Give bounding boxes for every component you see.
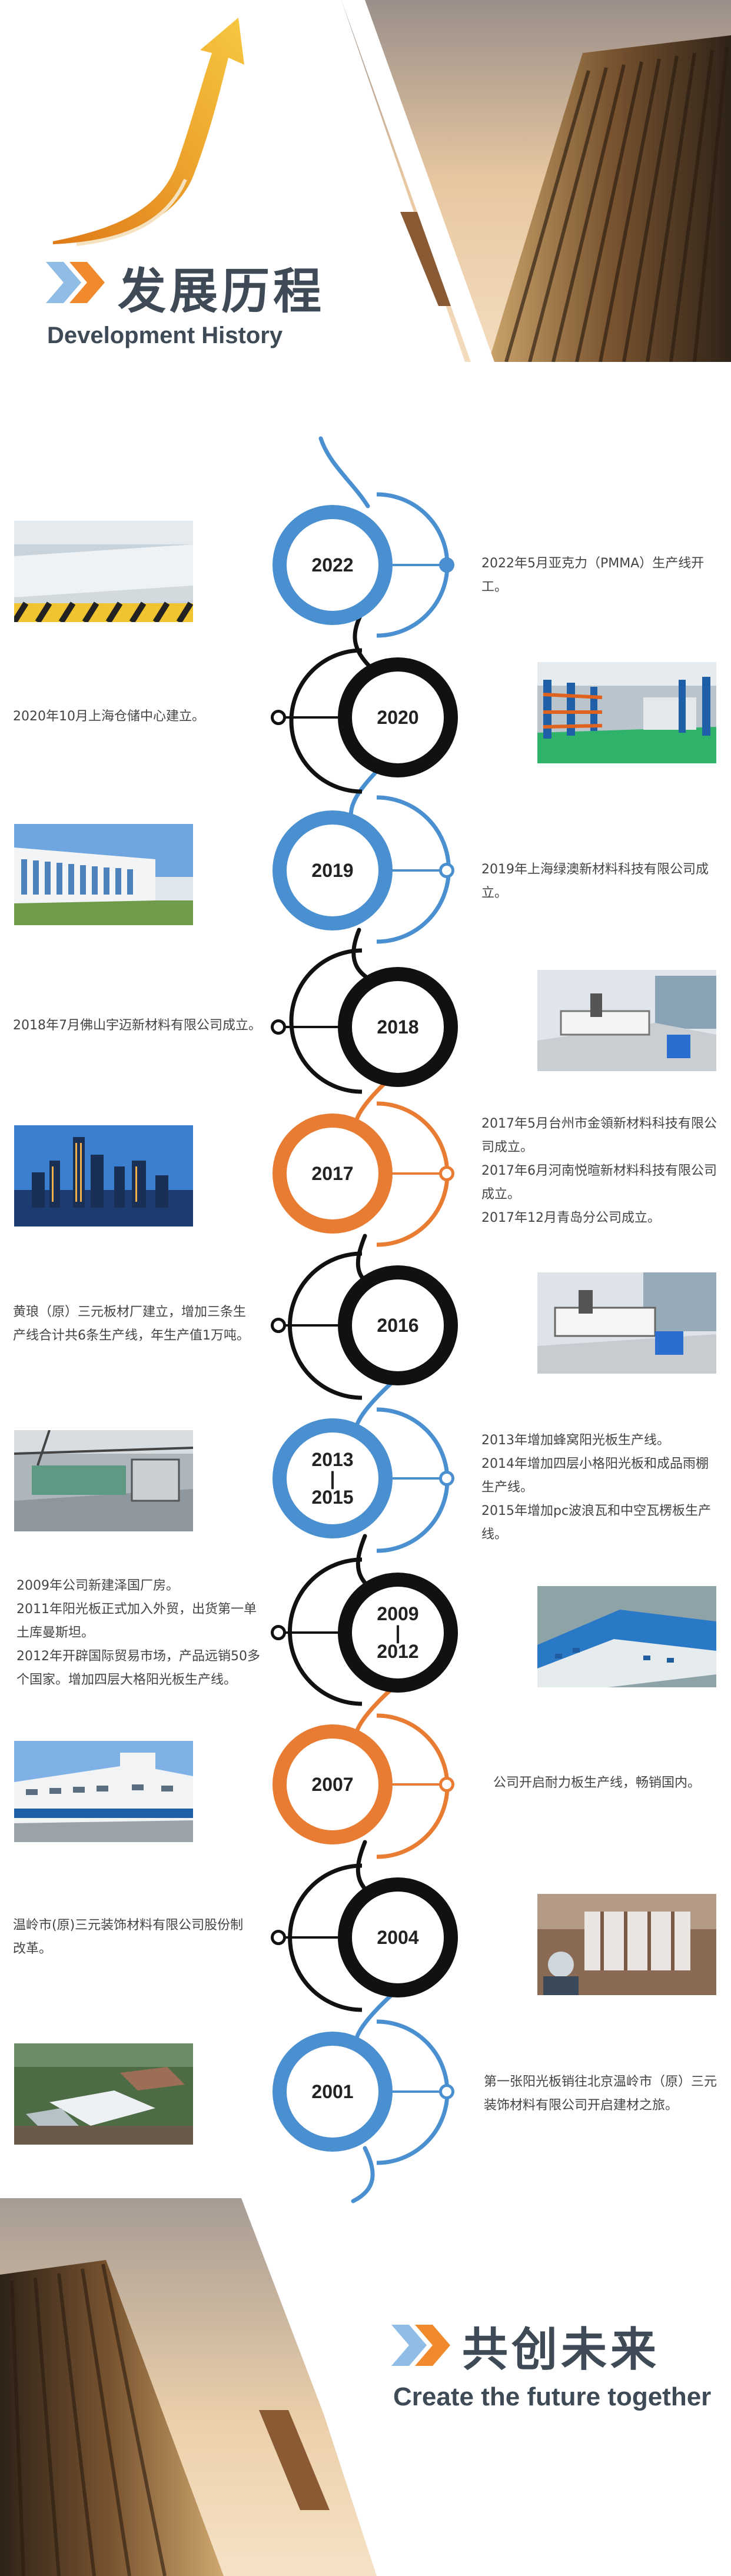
milestone-text-2018: 2018年7月佛山宇迈新材料有限公司成立。 [13, 1018, 261, 1033]
page-subtitle: Development History [47, 323, 283, 348]
year-ring-2007: 2007 [273, 1724, 393, 1844]
milestone-text-2007: 公司开启耐力板生产线，畅销国内。 [493, 1776, 701, 1790]
year-label: 2016 [377, 1315, 419, 1336]
connector-line [391, 1477, 447, 1480]
page-title: 发展历程 [118, 264, 325, 320]
year-ring-2017: 2017 [273, 1114, 393, 1234]
year-label: 2013 | 2015 [311, 1449, 354, 1508]
milestone-text-2013-2015: 2013年增加蜂窝阳光板生产线。 2014年增加四层小格阳光板和成品雨棚 生产线… [481, 1433, 712, 1542]
connector-dot [271, 1625, 286, 1640]
year-ring-2013-2015: 2013 | 2015 [273, 1418, 393, 1538]
footer-building-photo [0, 2198, 412, 2576]
photo-greenhouse-aerial [14, 2043, 193, 2145]
photo-production-line [537, 970, 716, 1071]
milestone-text-2019: 2019年上海绿澳新材料科技有限公司成 立。 [481, 862, 709, 900]
year-label: 2007 [311, 1774, 354, 1795]
chevron-arrows-icon [391, 2325, 450, 2366]
year-ring-2018: 2018 [338, 967, 458, 1087]
connector-line [391, 1783, 447, 1786]
year-label: 2001 [311, 2081, 354, 2102]
connector-dot [439, 1777, 454, 1792]
year-ring-2020: 2020 [338, 657, 458, 777]
connector-line [391, 2090, 447, 2093]
connector-dot [439, 863, 454, 878]
photo-office-building [14, 824, 193, 925]
year-ring-2009-2012: 2009 | 2012 [338, 1573, 458, 1693]
milestone-text-2020: 2020年10月上海仓储中心建立。 [13, 709, 205, 724]
connector-line [283, 1936, 341, 1939]
connector-line [391, 869, 447, 872]
footer-title: 共创未来 [462, 2324, 660, 2376]
connector-line [391, 1172, 447, 1175]
rising-arrow-icon [53, 18, 244, 246]
year-label: 2022 [311, 554, 354, 576]
connector-line [283, 1324, 341, 1327]
connector-dot [271, 1019, 286, 1035]
connector-dot [271, 1930, 286, 1945]
year-label: 2018 [377, 1016, 419, 1038]
connector-line [391, 564, 447, 566]
year-label: 2017 [311, 1163, 354, 1184]
photo-workshop [537, 1894, 716, 1995]
milestone-text-2009-2012: 2009年公司新建泽国厂房。 2011年阳光板正式加入外贸，出货第一单 土库曼斯… [16, 1578, 260, 1687]
connector-dot [439, 2084, 454, 2099]
year-label: 2004 [377, 1927, 419, 1948]
photo-acrylic-sheets [14, 521, 193, 622]
year-ring-2001: 2001 [273, 2032, 393, 2152]
milestone-text-2017: 2017年5月台州市金領新材料科技有限公 司成立。 2017年6月河南悦暄新材料… [481, 1116, 717, 1225]
connector-dot [439, 1471, 454, 1486]
connector-dot [439, 1166, 454, 1181]
photo-city-night [14, 1125, 193, 1226]
year-ring-2016: 2016 [338, 1265, 458, 1385]
timeline: 2022 2022年5月亚克力（PMMA）生产线开工。 2020 2020年10… [0, 430, 731, 2207]
photo-warehouse [537, 662, 716, 763]
milestone-text-2016: 黄琅（原）三元板材厂建立，增加三条生 产线合计共6条生产线，年生产值1万吨。 [13, 1305, 250, 1343]
header-building-photo [330, 0, 731, 362]
connector-dot [439, 557, 454, 573]
year-ring-2004: 2004 [338, 1877, 458, 1997]
year-label: 2009 | 2012 [377, 1603, 419, 1662]
milestone-text-2022: 2022年5月亚克力（PMMA）生产线开工。 [481, 556, 705, 594]
connector-line [283, 716, 341, 719]
chevron-arrows-icon [46, 262, 105, 303]
connector-line [283, 1026, 341, 1028]
milestone-text-2001: 第一张阳光板销往北京温岭市（原）三元 装饰材料有限公司开启建材之旅。 [484, 2075, 717, 2113]
year-ring-2022: 2022 [273, 505, 393, 625]
connector-dot [271, 710, 286, 725]
year-ring-2019: 2019 [273, 810, 393, 930]
footer-subtitle: Create the future together [393, 2382, 712, 2411]
milestone-text-2004: 温岭市(原)三元装饰材料有限公司股份制 改革。 [13, 1918, 244, 1956]
year-label: 2020 [377, 707, 419, 728]
photo-factory-line [537, 1272, 716, 1374]
year-label: 2019 [311, 860, 354, 881]
connector-line [283, 1631, 341, 1634]
photo-factory-front [14, 1741, 193, 1842]
connector-dot [271, 1318, 286, 1333]
photo-machinery [14, 1430, 193, 1531]
photo-factory-aerial [537, 1586, 716, 1687]
